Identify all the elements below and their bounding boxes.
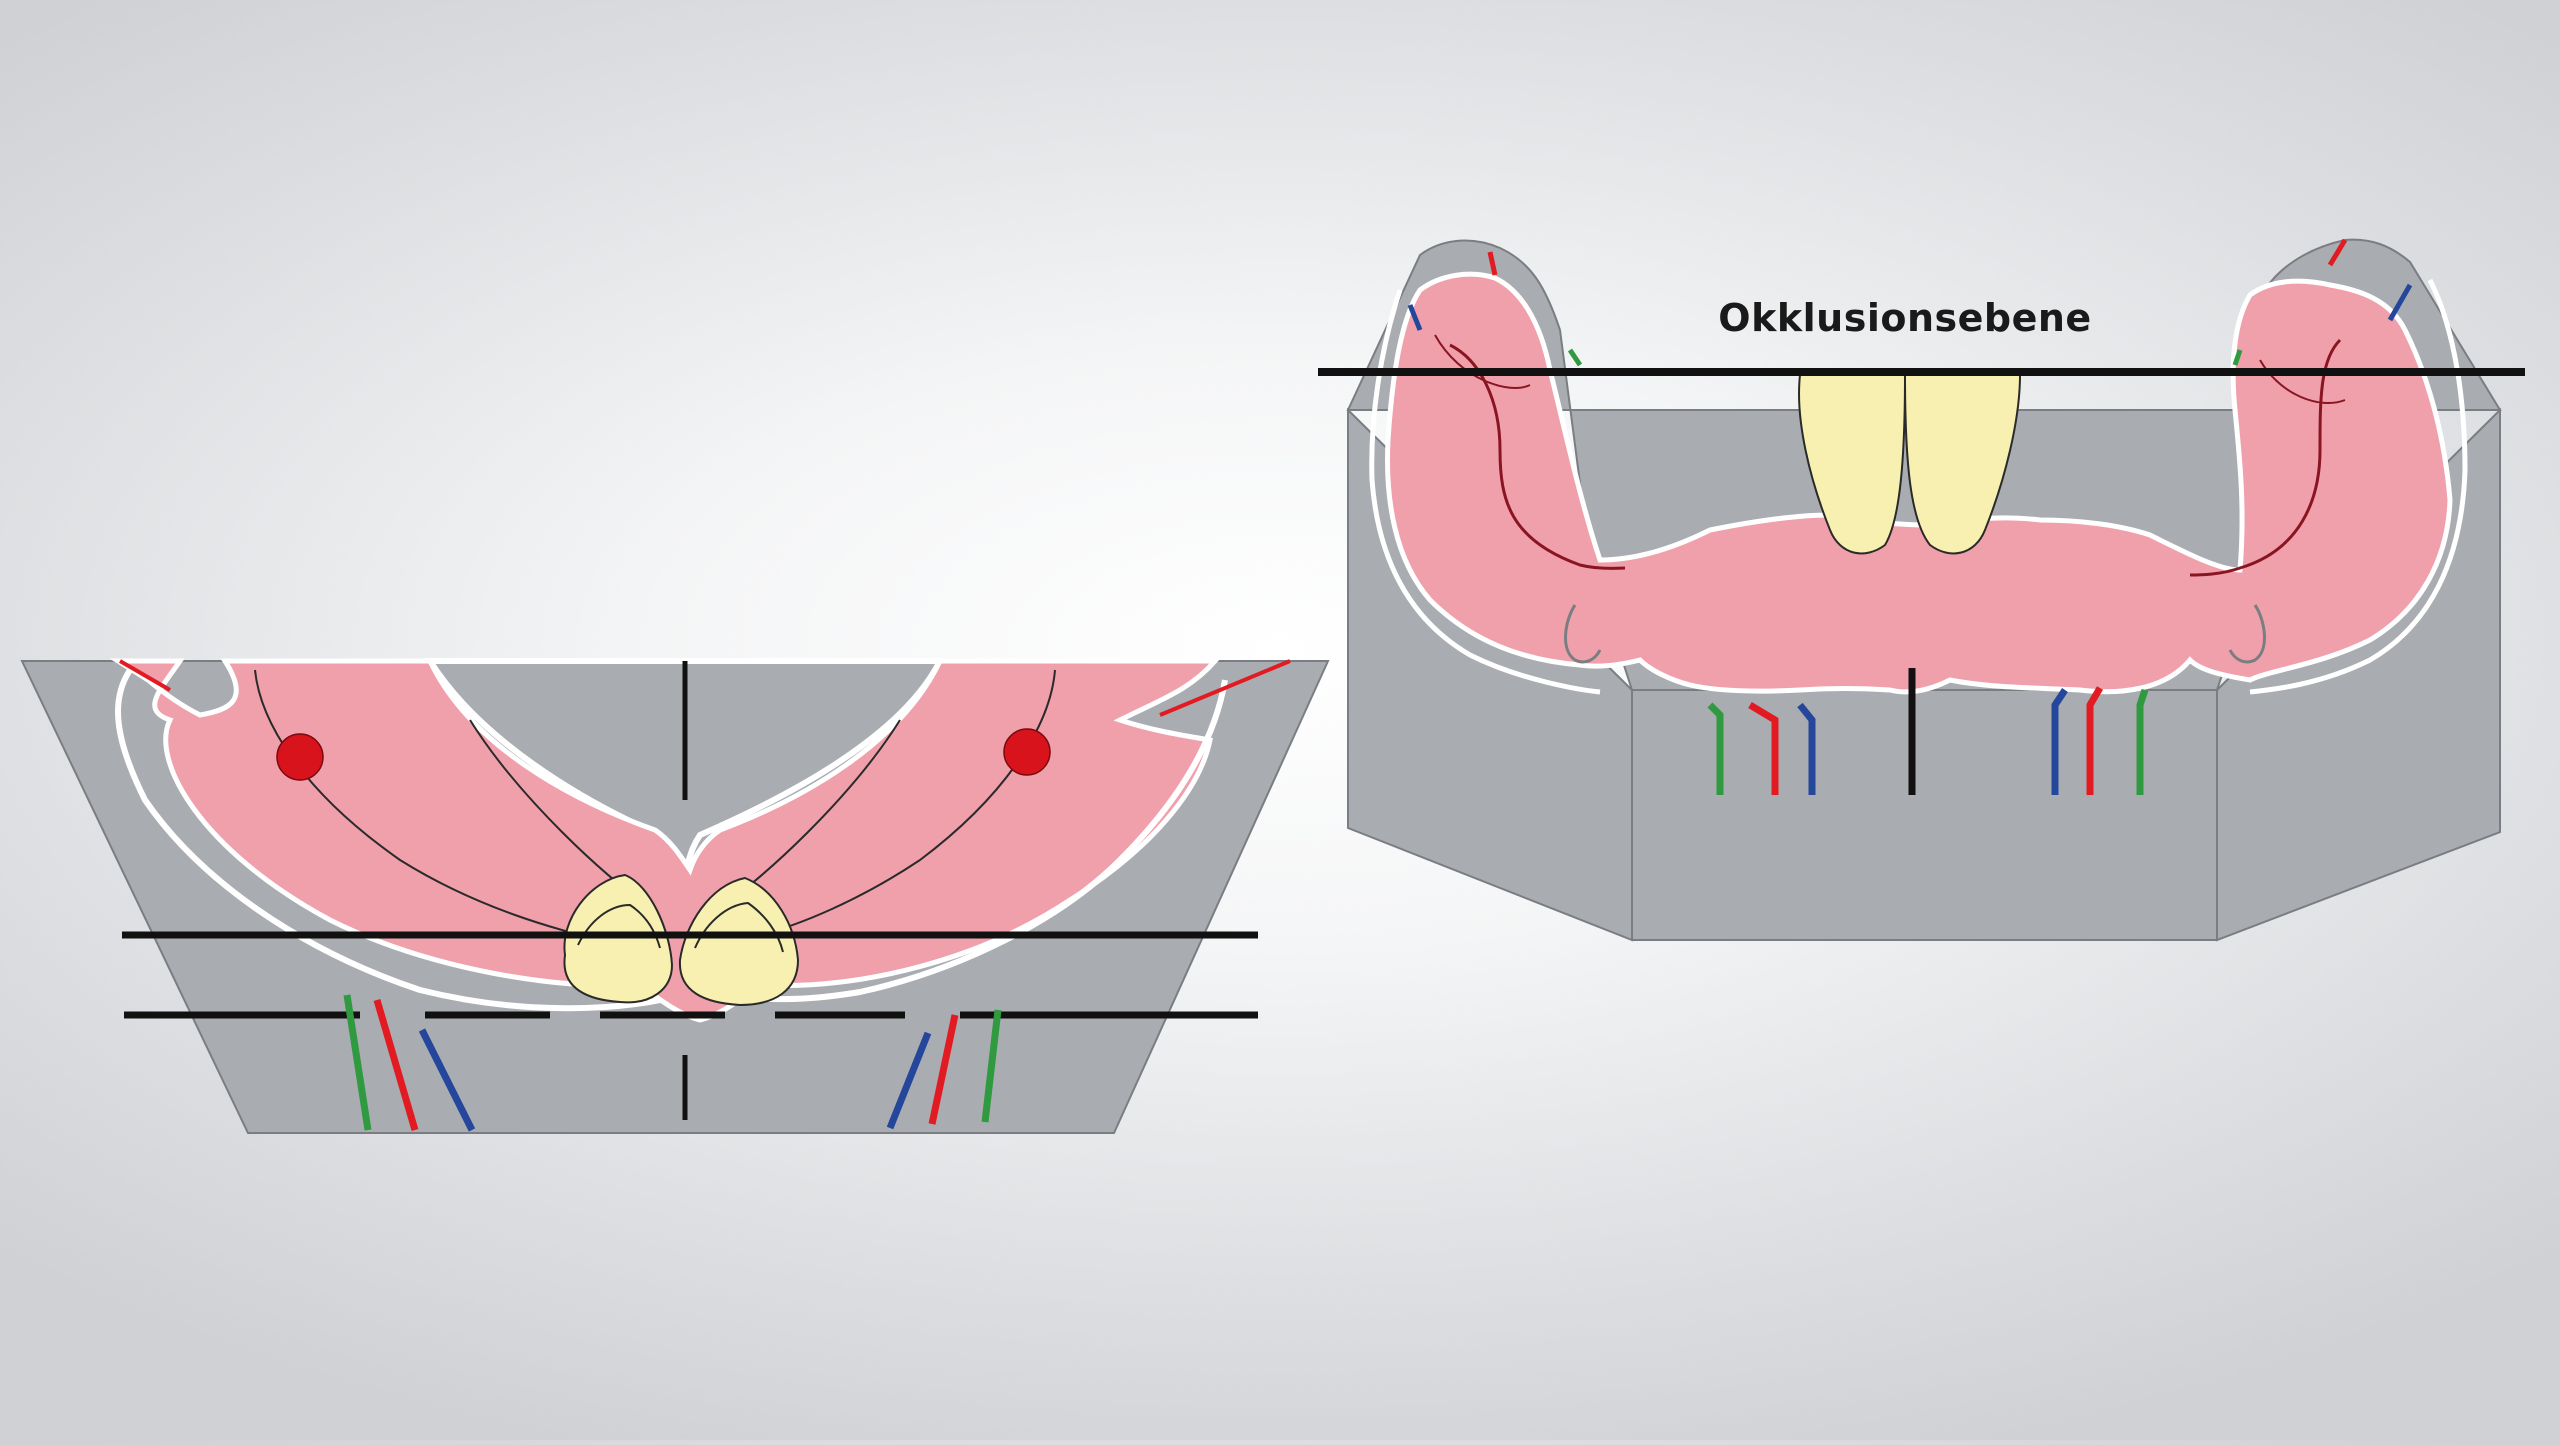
right-model-red-mark-tl — [1487, 251, 1498, 276]
red-dot-marker-right — [1003, 728, 1051, 776]
left-model-red-mark-tr — [1159, 659, 1291, 717]
left-model-blue-mark-left — [418, 1028, 476, 1132]
tooth-rear-right — [1903, 374, 2022, 555]
right-model — [1318, 238, 2525, 942]
red-dot-marker-left — [276, 733, 324, 781]
left-model-green-mark-right — [981, 1009, 1002, 1123]
right-model-green-mark-bl — [1707, 702, 1724, 795]
left-model-gum-arch — [109, 658, 1221, 1023]
left-model-gum-outline — [115, 668, 661, 1012]
right-model-gum — [1385, 271, 2453, 695]
right-model-teeth — [1798, 374, 2022, 555]
right-model-ridge-line-right — [2189, 338, 2342, 577]
left-model-ridge-line-left — [254, 669, 601, 941]
right-model-blue-mark-tl — [1407, 304, 1423, 331]
left-model-red-mark-right — [928, 1014, 959, 1125]
tooth-right-incisor — [678, 876, 800, 1007]
tooth-rear-left — [1798, 374, 1907, 555]
right-model-red-mark-tr — [2327, 238, 2348, 267]
tooth-left-incisor — [563, 873, 674, 1004]
left-model-blue-mark-right — [886, 1031, 932, 1130]
left-model-gum-outline-right — [739, 679, 1228, 1003]
right-model-notch-right — [2228, 604, 2266, 664]
left-model-red-mark-left — [373, 999, 419, 1131]
left-model-green-mark-left — [343, 994, 372, 1131]
occlusion-plane-label: Okklusionsebene — [1718, 296, 2092, 340]
left-model-red-mark-tl — [118, 659, 172, 692]
right-model-red-mark-br — [2086, 686, 2104, 795]
right-model-green-mark-tr — [2232, 349, 2243, 366]
right-model-blue-mark-bl — [1797, 702, 1816, 795]
left-model — [20, 658, 1330, 1134]
right-model-green-mark-br — [2136, 688, 2149, 795]
right-model-blue-mark-br — [2051, 688, 2068, 795]
right-model-notch-left — [1564, 604, 1602, 664]
left-model-ridge-line-right — [759, 669, 1056, 936]
right-model-red-mark-bl — [1748, 701, 1779, 795]
right-model-gum-outline-right — [2249, 278, 2468, 695]
right-model-gum-outline-left — [1369, 289, 1601, 695]
right-model-blue-mark-tr — [2387, 283, 2413, 322]
right-model-retromolar-left — [1434, 334, 1531, 389]
right-model-green-mark-tl — [1567, 348, 1583, 367]
